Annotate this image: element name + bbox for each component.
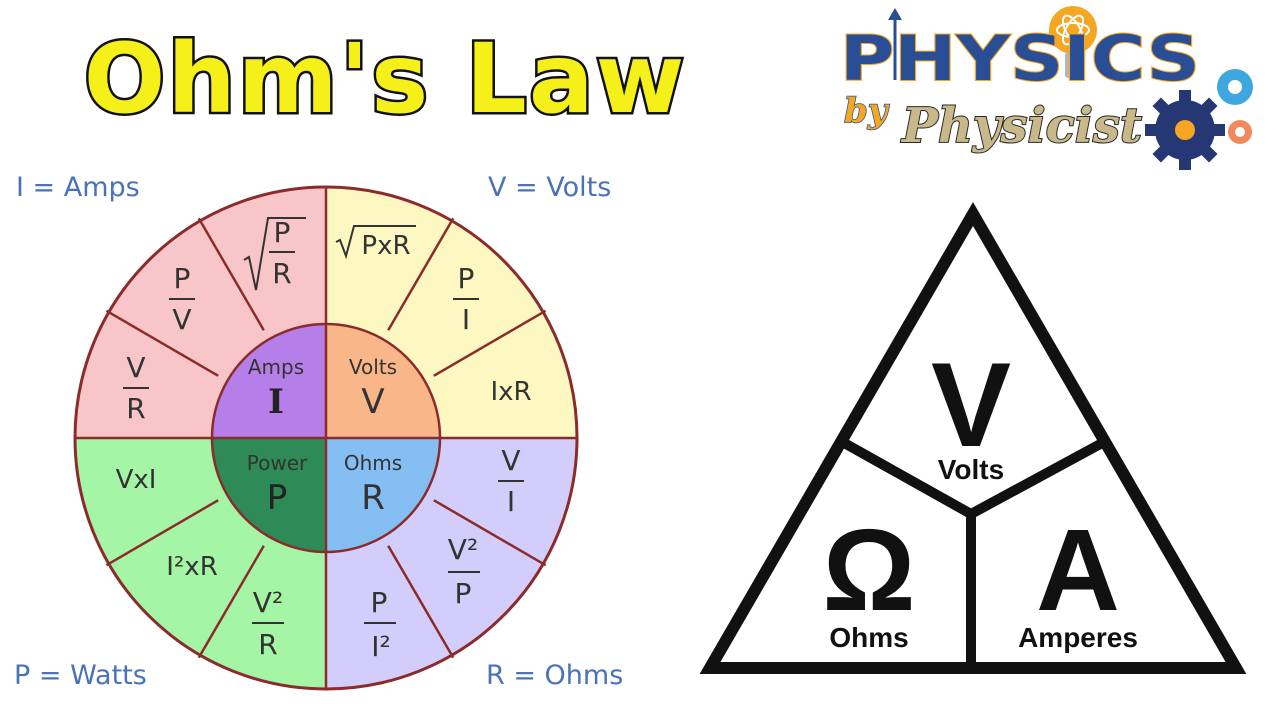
label-v-volts: V = Volts [488, 172, 612, 203]
center-ohms-label: Ohms [344, 451, 402, 475]
center-ohms [326, 438, 440, 552]
svg-text:V²: V² [253, 586, 283, 619]
logo-graphic [888, 6, 1253, 170]
svg-text:V: V [126, 351, 145, 384]
triangle-amperes-label: Amperes [1018, 622, 1138, 653]
gear-icon-blue [1217, 69, 1253, 105]
center-power-symbol: P [267, 478, 288, 518]
formula-v2-over-r: V² R [252, 586, 284, 661]
formula-sqrt-p-over-r: PR [243, 216, 306, 291]
physics-by-physicist-logo: PHYSICS by Physicist [839, 6, 1253, 170]
svg-text:V: V [501, 444, 520, 477]
formula-vxi: VxI [116, 465, 157, 495]
svg-text:R: R [272, 257, 291, 290]
title-text: Ohm's Law [84, 23, 687, 130]
formula-v2-over-p: V² P [448, 533, 480, 610]
svg-text:P: P [371, 586, 388, 619]
center-amps-label: Amps [248, 355, 304, 379]
gear-icon-large [1145, 90, 1225, 170]
svg-text:V: V [172, 303, 191, 336]
label-r-ohms: R = Ohms [486, 660, 624, 691]
center-volts [326, 324, 440, 438]
svg-text:I: I [462, 303, 470, 336]
triangle-ohms-label: Ohms [829, 622, 908, 653]
svg-text:PxR: PxR [361, 231, 410, 261]
triangle-a-symbol: A [1036, 505, 1120, 635]
triangle-volts-label: Volts [938, 454, 1004, 485]
wheel-center [210, 322, 442, 554]
svg-text:IxR: IxR [490, 377, 531, 407]
svg-text:P: P [274, 216, 291, 249]
center-volts-symbol: V [361, 382, 384, 422]
formula-p-over-i: PI [453, 262, 479, 336]
formula-v-over-i: VI [498, 444, 524, 518]
svg-text:R: R [126, 392, 145, 425]
logo-by: by [844, 91, 890, 131]
formula-p-over-i2: P I² [364, 586, 396, 663]
svg-text:P: P [455, 577, 472, 610]
formula-labels: VR PV PR PxR PI IxR VI V²P PI² V²R [116, 216, 532, 663]
center-amps-symbol: I [268, 382, 284, 422]
logo-physics: PHYSICS [840, 22, 1200, 95]
center-power-label: Power [247, 451, 308, 475]
formula-p-over-v: PV [169, 262, 195, 336]
center-amps [212, 324, 326, 438]
svg-text:P: P [458, 262, 475, 295]
title: Ohm's Law [81, 21, 687, 131]
formula-i2xr: I²xR [166, 552, 218, 582]
svg-text:V²: V² [448, 533, 478, 566]
svg-text:R: R [258, 628, 277, 661]
formula-ixr: IxR [490, 377, 531, 407]
voltage-ohms-amperes-triangle: V Volts Ω Ohms A Amperes [699, 202, 1247, 674]
svg-text:I: I [507, 485, 515, 518]
svg-text:P: P [174, 262, 191, 295]
svg-text:VxI: VxI [116, 465, 157, 495]
center-ohms-symbol: R [361, 478, 385, 518]
wheel-outline [73, 185, 579, 691]
ohms-law-wheel: Amps I Volts V Power P Ohms R VR PV PR P… [73, 185, 579, 691]
triangle-v-symbol: V [931, 338, 1011, 472]
center-volts-label: Volts [349, 355, 397, 379]
label-p-watts: P = Watts [14, 660, 147, 691]
gear-icon-orange [1228, 120, 1252, 144]
logo-physicist: Physicist [900, 98, 1142, 154]
svg-text:I²xR: I²xR [166, 552, 218, 582]
label-i-amps: I = Amps [16, 172, 140, 203]
triangle-omega-symbol: Ω [822, 505, 915, 635]
center-power [212, 438, 326, 552]
formula-v-over-r: VR [123, 351, 149, 425]
formula-sqrt-pxr: PxR [335, 225, 416, 261]
svg-text:I²: I² [371, 630, 390, 663]
